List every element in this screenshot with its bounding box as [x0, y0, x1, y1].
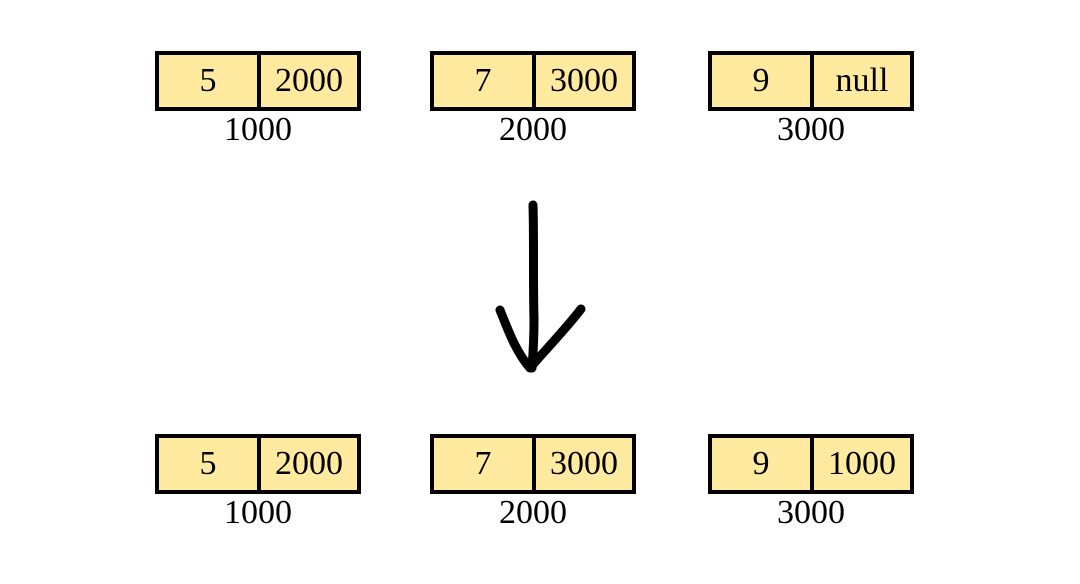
node-next-pointer-cell: 3000 [550, 445, 618, 482]
node-next-pointer-cell: null [835, 62, 889, 99]
node-next-pointer-cell: 1000 [828, 445, 896, 482]
node-value-cell: 7 [434, 55, 536, 107]
node-address-label: 3000 [777, 494, 845, 531]
node-after-1: 5 2000 1000 [155, 434, 361, 530]
arrow-shaft [527, 200, 539, 373]
node-before-2: 7 3000 2000 [430, 51, 636, 147]
node-value-cell: 5 [159, 438, 261, 490]
node-value-cell: 5 [159, 55, 261, 107]
arrow-head [495, 304, 586, 373]
node-box: 9 1000 [708, 434, 914, 494]
node-next-pointer-cell: 3000 [550, 62, 618, 99]
node-after-3: 9 1000 3000 [708, 434, 914, 530]
node-before-3: 9 null 3000 [708, 51, 914, 147]
node-box: 7 3000 [430, 51, 636, 111]
node-value-cell: 7 [434, 438, 536, 490]
node-box: 5 2000 [155, 434, 361, 494]
node-value-cell: 9 [712, 55, 814, 107]
node-address-label: 2000 [499, 494, 567, 531]
node-box: 5 2000 [155, 51, 361, 111]
node-address-label: 1000 [224, 111, 292, 148]
node-before-1: 5 2000 1000 [155, 51, 361, 147]
node-after-2: 7 3000 2000 [430, 434, 636, 530]
node-address-label: 1000 [224, 494, 292, 531]
node-next-pointer-cell: 2000 [275, 445, 343, 482]
node-value-cell: 9 [712, 438, 814, 490]
node-next-pointer-cell: 2000 [275, 62, 343, 99]
node-box: 7 3000 [430, 434, 636, 494]
node-address-label: 3000 [777, 111, 845, 148]
node-box: 9 null [708, 51, 914, 111]
node-address-label: 2000 [499, 111, 567, 148]
